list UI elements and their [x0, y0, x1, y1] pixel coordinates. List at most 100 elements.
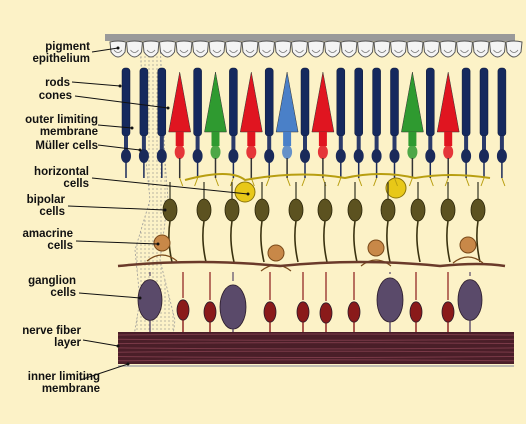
epithelial-cell [424, 41, 440, 57]
ganglion-cell-body [320, 303, 332, 323]
rod-outer-segment [498, 68, 506, 136]
label-pointer [79, 293, 140, 298]
rod-nucleus [372, 149, 382, 163]
label-pointer-tip [157, 243, 160, 246]
bipolar-cell-body [225, 199, 239, 221]
ganglion-cell-body [458, 280, 482, 321]
rod-nucleus [121, 149, 131, 163]
cone-inner-segment [247, 132, 255, 146]
epithelial-cell [506, 41, 522, 57]
epithelial-cell [391, 41, 407, 57]
epithelial-cell [341, 41, 357, 57]
cone-outer-segment-red [240, 72, 262, 132]
rod-inner-segment [375, 136, 379, 150]
label-muller-cells: Müller cells [35, 140, 98, 152]
label-pointer [83, 340, 118, 346]
cone-inner-segment [212, 132, 220, 146]
rod-outer-segment [265, 68, 273, 136]
ganglion-cell-body [138, 280, 162, 321]
bipolar-cell-body [411, 199, 425, 221]
epithelial-cell [457, 41, 473, 57]
label-pointer-tip [117, 345, 120, 348]
rod-inner-segment [196, 136, 200, 150]
cone-inner-segment [319, 132, 327, 146]
epithelial-cell [292, 41, 308, 57]
epithelial-cell [160, 41, 176, 57]
label-nerve-fiber-layer: nerve fiberlayer [22, 325, 81, 349]
horizontal-dendrite [195, 178, 198, 186]
rod-nucleus [264, 149, 274, 163]
epithelial-cell [226, 41, 242, 57]
label-bipolar-cells: bipolarcells [27, 194, 65, 218]
label-pointer-tip [164, 209, 167, 212]
cone-nucleus [318, 145, 328, 159]
horizontal-dendrite [466, 178, 469, 186]
rod-nucleus [479, 149, 489, 163]
ganglion-cell-layer [118, 262, 505, 332]
rod-nucleus [390, 149, 400, 163]
epithelial-cell [193, 41, 209, 57]
label-pointer-tip [139, 297, 142, 300]
cone-inner-segment [408, 132, 416, 146]
rod-inner-segment [464, 136, 468, 150]
epithelial-cell [374, 41, 390, 57]
ganglion-cell-body [204, 302, 216, 322]
rod-nucleus [336, 149, 346, 163]
horizontal-cell [235, 182, 255, 202]
cone-outer-segment-red [169, 72, 191, 132]
ganglion-cell-body [220, 285, 246, 329]
label-pointer-tip [167, 107, 170, 110]
pigment-epithelium-layer [105, 34, 522, 57]
rod-inner-segment [160, 136, 164, 150]
rod-inner-segment [303, 136, 307, 150]
rod-outer-segment [373, 68, 381, 136]
label-pointer-tip [127, 363, 130, 366]
rod-outer-segment [337, 68, 345, 136]
rod-inner-segment [339, 136, 343, 150]
cone-outer-segment-green [401, 72, 423, 132]
rod-outer-segment [355, 68, 363, 136]
rod-outer-segment [462, 68, 470, 136]
bipolar-axon [324, 221, 327, 262]
label-pointer-tip [139, 149, 142, 152]
rod-nucleus [497, 149, 507, 163]
epithelial-cell [325, 41, 341, 57]
rod-nucleus [193, 149, 203, 163]
epithelial-cell [308, 41, 324, 57]
bipolar-cell-body [318, 199, 332, 221]
rod-outer-segment [158, 68, 166, 136]
epithelial-cell [275, 41, 291, 57]
amacrine-cell [268, 245, 284, 261]
ganglion-cell-body [442, 302, 454, 322]
horizontal-dendrite [359, 178, 362, 186]
nerve-fiber-band [118, 332, 514, 366]
bipolar-axon [447, 221, 450, 262]
rod-nucleus [157, 149, 167, 163]
bipolar-axon [417, 221, 420, 262]
rod-nucleus [228, 149, 238, 163]
rod-inner-segment [267, 136, 271, 150]
bipolar-cell-body [255, 199, 269, 221]
cone-outer-segment-red [312, 72, 334, 132]
horizontal-dendrite [287, 178, 290, 186]
cone-nucleus [282, 145, 292, 159]
bipolar-axon [261, 221, 264, 262]
horizontal-cell-layer [180, 174, 505, 202]
rod-outer-segment [391, 68, 399, 136]
ganglion-cell-body [410, 302, 422, 322]
horizontal-dendrite [409, 178, 412, 186]
label-pointer-tip [119, 85, 122, 88]
rod-nucleus [300, 149, 310, 163]
bipolar-axon [295, 221, 298, 262]
label-cones: cones [39, 90, 72, 102]
ganglion-cell-body [297, 302, 309, 322]
rod-inner-segment [142, 136, 146, 150]
rod-nucleus [354, 149, 364, 163]
cone-nucleus [175, 145, 185, 159]
